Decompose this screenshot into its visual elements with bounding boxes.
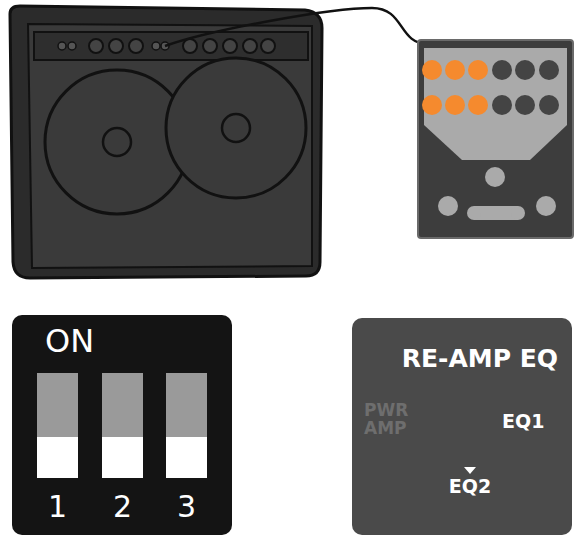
pointer-triangle — [464, 467, 476, 474]
switch-lever — [166, 437, 207, 478]
connector — [467, 206, 481, 220]
pedal-body — [418, 40, 573, 238]
footswitch — [438, 196, 458, 216]
knob — [109, 39, 123, 53]
led-on — [422, 60, 442, 80]
led-on — [445, 95, 465, 115]
panel-title: RE-AMP EQ — [372, 346, 558, 372]
switch-slot — [102, 373, 143, 437]
knob — [203, 39, 217, 53]
dip-switch-panel: ON 123 — [12, 315, 232, 535]
switch-slot — [37, 373, 78, 437]
led-on — [468, 95, 488, 115]
switch-lever — [37, 437, 78, 478]
speaker — [166, 58, 306, 198]
footswitch — [536, 196, 556, 216]
knob — [183, 39, 197, 53]
led-off — [492, 60, 512, 80]
led-on — [422, 95, 442, 115]
knob — [89, 39, 103, 53]
control-panel — [34, 32, 308, 60]
connector — [511, 206, 525, 220]
jack — [152, 42, 160, 50]
switch-number: 2 — [102, 491, 143, 523]
switch-number: 3 — [166, 491, 207, 523]
knob — [223, 39, 237, 53]
pedal-knob — [485, 167, 505, 187]
knob — [261, 39, 275, 53]
jack — [68, 42, 76, 50]
pedal-panel — [424, 48, 567, 160]
switch-lever — [102, 437, 143, 478]
led-off — [515, 60, 535, 80]
knob — [129, 39, 143, 53]
switch-number: 1 — [37, 491, 78, 523]
mode-selector-panel: RE-AMP EQ PWR AMP EQ1EQ2 — [352, 318, 572, 535]
dust-cap — [222, 114, 250, 142]
switch-on-label: ON — [45, 325, 125, 359]
amp-front — [28, 24, 312, 268]
dust-cap — [103, 128, 131, 156]
led-off — [492, 95, 512, 115]
led-off — [539, 95, 559, 115]
mode-label-selected: EQ2 — [430, 477, 510, 497]
cable — [165, 8, 428, 46]
jack — [58, 42, 66, 50]
mode-label-dim: PWR AMP — [364, 402, 426, 438]
knob — [243, 39, 257, 53]
led-off — [515, 95, 535, 115]
led-off — [539, 60, 559, 80]
led-on — [445, 60, 465, 80]
switch-slot — [166, 373, 207, 437]
mode-label: EQ1 — [502, 412, 562, 432]
led-on — [468, 60, 488, 80]
